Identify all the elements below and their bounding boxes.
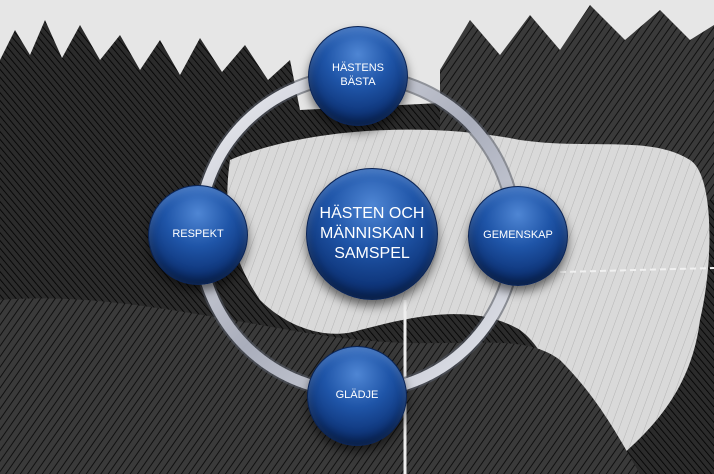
center-label: HÄSTEN OCH MÄNNISKAN I SAMSPEL (319, 205, 425, 262)
node-label: HÄSTENS BÄSTA (332, 62, 384, 88)
node-hastens-basta: HÄSTENS BÄSTA (308, 26, 408, 126)
node-label: RESPEKT (172, 228, 224, 241)
node-label: GLÄDJE (335, 389, 379, 402)
center-node: HÄSTEN OCH MÄNNISKAN I SAMSPEL (306, 168, 438, 300)
node-gemenskap: GEMENSKAP (468, 186, 568, 286)
node-label: GEMENSKAP (483, 229, 553, 242)
node-respekt: RESPEKT (148, 185, 248, 285)
node-gladje: GLÄDJE (307, 346, 407, 446)
